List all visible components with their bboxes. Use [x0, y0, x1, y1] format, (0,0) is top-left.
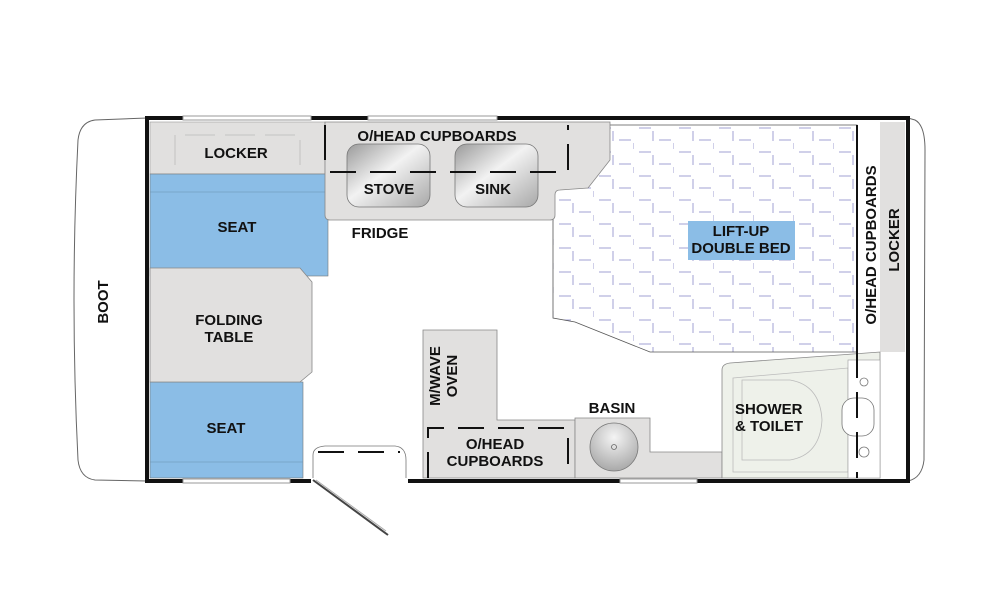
rear-locker[interactable] [149, 121, 326, 175]
shower-tray [741, 379, 823, 461]
basin-label: BASIN [589, 400, 636, 417]
microwave-label-1: M/WAVE [427, 346, 444, 406]
fridge-label: FRIDGE [352, 225, 409, 242]
overhead-bottom-label-2: CUPBOARDS [447, 453, 544, 470]
walls [145, 116, 910, 483]
sink[interactable] [454, 143, 539, 208]
entry-door[interactable] [312, 479, 389, 536]
microwave-label-2: OVEN [444, 355, 461, 398]
shower-label-1: SHOWER [735, 401, 803, 418]
stove[interactable] [346, 143, 431, 208]
stove-label: STOVE [364, 181, 415, 198]
windows [182, 115, 698, 484]
folding-table[interactable] [149, 267, 313, 383]
boot-label: BOOT [95, 280, 112, 323]
overhead-right-label: O/HEAD CUPBOARDS [863, 165, 880, 324]
seat-top-label: SEAT [218, 219, 257, 236]
folding-table-label-1: FOLDING [195, 312, 263, 329]
shower-label-2: & TOILET [735, 418, 803, 435]
basin-bowl[interactable] [589, 422, 639, 472]
folding-table-label-2: TABLE [205, 329, 254, 346]
bed-label-1: LIFT-UP [713, 223, 770, 240]
sink-label: SINK [475, 181, 511, 198]
overhead-bottom-label-1: O/HEAD [466, 436, 525, 453]
front-locker[interactable] [880, 122, 905, 352]
bed-label-box [688, 221, 795, 260]
overhead-top-label: O/HEAD CUPBOARDS [357, 128, 516, 145]
front-outline [907, 117, 926, 482]
seat-bottom-label: SEAT [207, 420, 246, 437]
seat-top[interactable] [149, 173, 329, 277]
bed-label-2: DOUBLE BED [691, 240, 790, 257]
front-locker-label: LOCKER [886, 208, 903, 272]
rear-locker-label: LOCKER [204, 145, 268, 162]
boot-outline [73, 117, 148, 482]
entry-door-swing[interactable] [312, 445, 407, 478]
